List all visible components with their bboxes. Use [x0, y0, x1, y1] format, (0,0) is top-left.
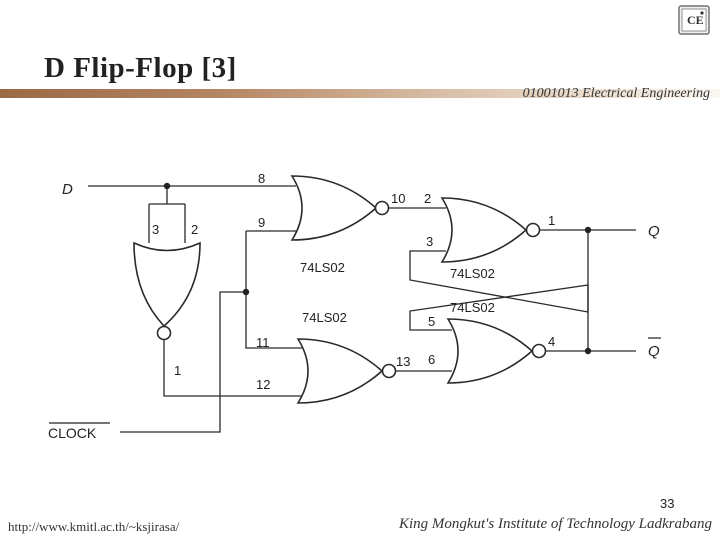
logo-text: CE [687, 13, 704, 27]
input-d-label: D [62, 181, 73, 198]
pin-number: 8 [258, 171, 265, 186]
junction-dot [584, 226, 592, 234]
footer-url: http://www.kmitl.ac.th/~ksjirasa/ [8, 519, 180, 534]
footer-institute: King Mongkut's Institute of Technology L… [398, 516, 712, 532]
output-q-bar-label: Q [648, 343, 660, 360]
junction-dot [584, 347, 592, 355]
junction-dot [242, 288, 250, 296]
input-clock-label: CLOCK [48, 425, 97, 441]
chip-label: 74LS02 [300, 260, 345, 275]
nor-gate-d [440, 197, 541, 263]
pin-number: 10 [391, 191, 405, 206]
pin-number: 3 [152, 222, 159, 237]
course-label: 01001013 Electrical Engineering [522, 86, 710, 101]
pin-number: 1 [174, 363, 181, 378]
pin-number: 9 [258, 215, 265, 230]
pin-number: 1 [548, 213, 555, 228]
chip-label: 74LS02 [450, 300, 495, 315]
nor-gate-b [290, 175, 390, 241]
page-number: 33 [660, 496, 675, 511]
chip-label: 74LS02 [450, 266, 495, 281]
pin-number: 12 [256, 377, 270, 392]
pin-number: 2 [424, 191, 431, 206]
pin-number: 4 [548, 334, 555, 349]
slide-title: D Flip-Flop [3] [44, 52, 237, 84]
junction-dot [163, 182, 171, 190]
circuit-wires [88, 185, 636, 433]
title-underline-bar [0, 89, 720, 98]
chip-label: 74LS02 [302, 310, 347, 325]
junction-dots [163, 182, 592, 355]
nor-gate-a [133, 241, 201, 341]
pin-number: 11 [256, 335, 270, 350]
pin-number: 13 [396, 354, 410, 369]
ce-logo-icon: CE [678, 5, 710, 35]
nor-gate-c [296, 338, 397, 404]
pin-number: 2 [191, 222, 198, 237]
pin-number: 6 [428, 352, 435, 367]
output-q-label: Q [648, 223, 660, 240]
pin-number: 3 [426, 234, 433, 249]
nor-gate-e [446, 318, 547, 384]
pin-number: 5 [428, 314, 435, 329]
